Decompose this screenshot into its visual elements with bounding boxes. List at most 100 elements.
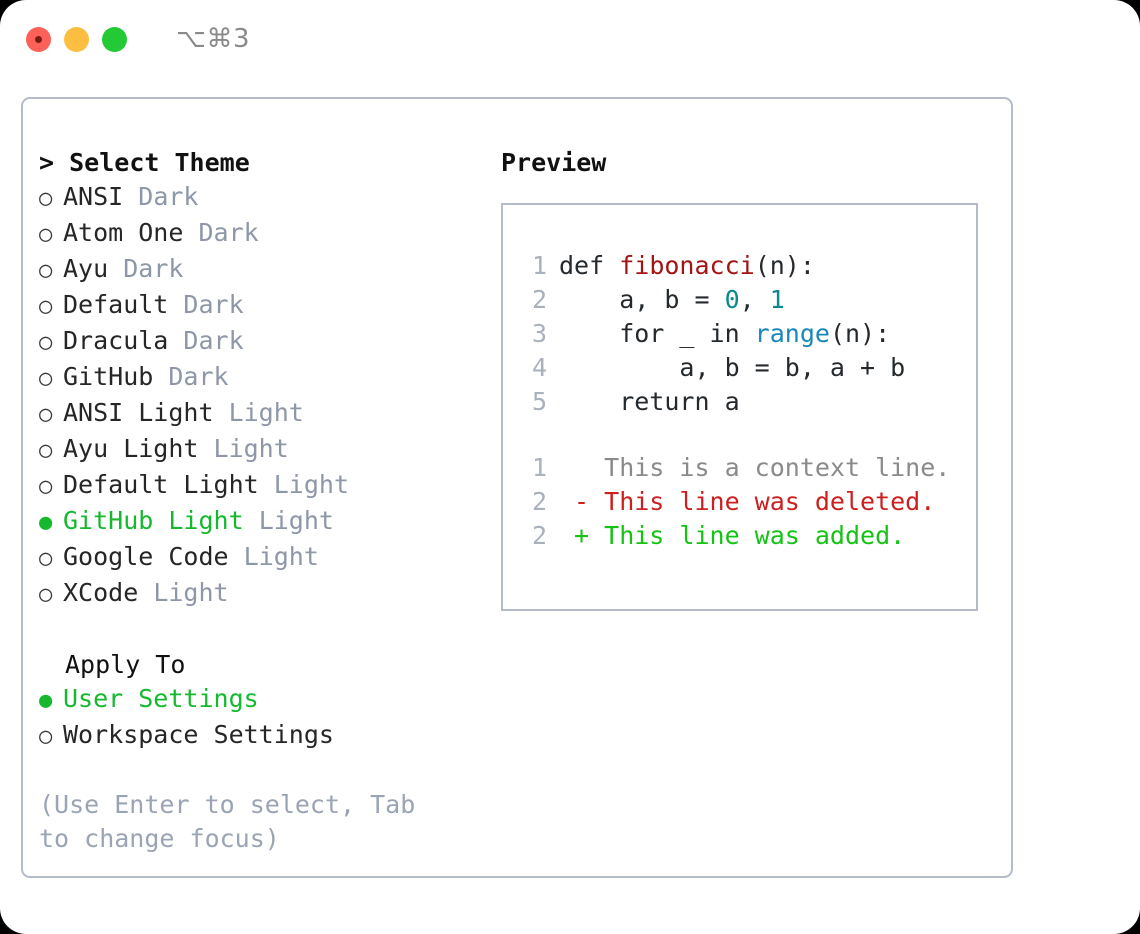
theme-option-variant: Dark [183,290,244,319]
radio-unselected-icon: ○ [39,366,53,391]
title-bar: ⌥⌘3 [0,0,1140,78]
apply-to-list: ●User Settings ○ Workspace Settings [39,682,479,754]
prompt-caret-icon: > [39,148,55,177]
token-ctx: This is a context line. [559,453,951,482]
theme-option-label: ANSI [63,182,124,211]
code-line: 2 a, b = 0, 1 [517,283,976,317]
radio-unselected-icon: ○ [39,438,53,463]
theme-option-atom-one[interactable]: ○Atom One Dark [39,216,479,252]
token-num: 1 [769,285,785,314]
maximize-button[interactable] [102,26,127,52]
line-content: return a [559,385,740,419]
keyboard-shortcut-label: ⌥⌘3 [176,24,251,54]
theme-option-variant: Dark [198,218,259,247]
apply-to-option-label: Workspace Settings [63,720,334,749]
theme-option-dracula[interactable]: ○Dracula Dark [39,324,479,360]
theme-option-label: GitHub [63,362,154,391]
diff-line: 1 This is a context line. [517,451,976,485]
apply-to-option-workspace-settings[interactable]: ○ Workspace Settings [39,718,479,754]
code-line: 5 return a [517,385,976,419]
token-plain: a, b = b, a + b [559,353,906,382]
theme-option-github[interactable]: ○GitHub Dark [39,360,479,396]
code-line: 4 a, b = b, a + b [517,351,976,385]
token-call: range [754,319,830,348]
theme-option-google-code[interactable]: ○ Google Code Light [39,540,479,576]
radio-unselected-icon: ○ [39,186,53,211]
spacer [153,360,168,394]
theme-option-default-light[interactable]: ○Default Light Light [39,468,479,504]
apply-to-option-user-settings[interactable]: ●User Settings [39,682,479,718]
line-number: 2 [531,521,547,550]
panel-columns: > Select Theme ○ANSI Dark○Atom One Dark○… [23,99,1011,876]
token-plain: return a [559,387,740,416]
line-content: a, b = b, a + b [559,351,905,385]
line-number: 2 [531,285,547,314]
theme-option-xcode[interactable]: ○ XCode Light [39,576,479,612]
diff-line: 2 - This line was deleted. [517,485,976,519]
spacer [214,396,229,430]
theme-option-github-light[interactable]: ●GitHub Light Light [39,504,479,540]
spacer [123,180,138,214]
select-theme-heading: > Select Theme [39,146,479,180]
diff-sample: 1 This is a context line.2 - This line w… [517,451,976,553]
close-button[interactable] [26,26,51,52]
radio-unselected-icon: ○ [39,222,53,247]
radio-unselected-icon: ○ [39,474,53,499]
theme-option-label: ANSI Light [63,398,214,427]
main-panel: > Select Theme ○ANSI Dark○Atom One Dark○… [21,97,1013,878]
theme-option-variant: Light [258,506,334,535]
theme-option-ayu-light[interactable]: ○ Ayu Light Light [39,432,479,468]
theme-option-variant: Dark [183,326,244,355]
theme-option-ayu[interactable]: ○ Ayu Dark [39,252,479,288]
line-number: 1 [531,453,547,482]
code-diff-separator [517,419,976,451]
theme-option-label: Google Code [63,542,229,571]
theme-option-ansi-light[interactable]: ○ANSI Light Light [39,396,479,432]
spacer [108,252,123,286]
line-content: This is a context line. [559,451,950,485]
apply-to-option-label: User Settings [63,684,259,713]
theme-option-label: XCode [63,578,139,607]
spacer [259,468,274,502]
theme-option-variant: Light [243,542,319,571]
token-plain: a, b = [559,285,725,314]
line-content: def fibonacci(n): [559,249,815,283]
radio-unselected-icon: ○ [39,258,53,283]
line-number: 5 [531,387,547,416]
theme-option-variant: Light [213,434,289,463]
minimize-button[interactable] [64,26,89,52]
radio-unselected-icon: ○ [39,582,53,607]
token-plain: , [739,285,770,314]
theme-option-default[interactable]: ○Default Dark [39,288,479,324]
token-plain: for _ in [559,319,755,348]
theme-selector-column: > Select Theme ○ANSI Dark○Atom One Dark○… [39,146,479,856]
line-number: 2 [531,487,547,516]
radio-unselected-icon: ○ [39,724,53,749]
theme-option-variant: Dark [123,254,184,283]
radio-unselected-icon: ○ [39,330,53,355]
radio-unselected-icon: ○ [39,402,53,427]
theme-option-ansi[interactable]: ○ ANSI Dark [39,180,479,216]
radio-unselected-icon: ○ [39,294,53,319]
spacer [183,216,198,250]
line-number: 1 [531,251,547,280]
theme-option-variant: Dark [138,182,199,211]
line-number: 4 [531,353,547,382]
spacer [198,432,213,466]
spacer [229,540,244,574]
token-plain: (n): [754,251,815,280]
theme-option-label: Ayu Light [63,434,199,463]
line-number: 3 [531,319,547,348]
diff-line: 2 + This line was added. [517,519,976,553]
spacer [168,288,183,322]
keyboard-hint-text: (Use Enter to select, Tab to change focu… [39,790,431,853]
theme-option-label: Default Light [63,470,259,499]
line-content: - This line was deleted. [559,485,935,519]
token-plain: (n): [829,319,891,348]
radio-unselected-icon: ○ [39,546,53,571]
token-del: - This line was deleted. [559,487,936,516]
theme-option-variant: Light [153,578,229,607]
theme-option-label: Ayu [63,254,109,283]
